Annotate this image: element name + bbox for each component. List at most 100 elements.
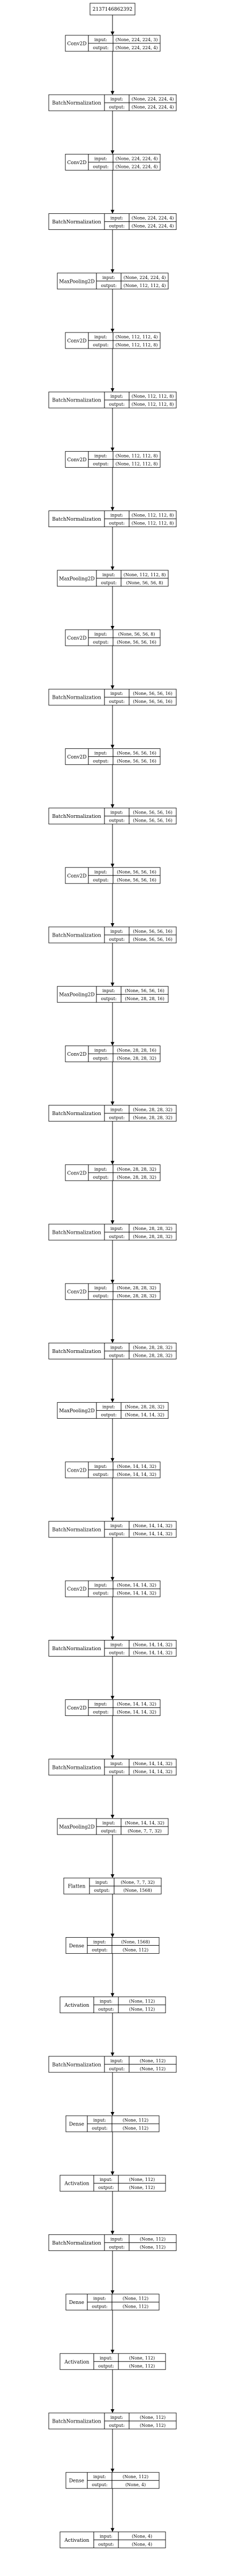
layer-name: BatchNormalization <box>52 2062 101 2068</box>
edge-arrow-icon <box>110 2052 115 2056</box>
output-shape: (None, 112, 112, 4) <box>124 283 166 288</box>
output-label: output: <box>94 1888 109 1893</box>
input-shape: (None, 28, 28, 32) <box>133 1226 172 1231</box>
input-label: input: <box>94 37 107 42</box>
edge-arrow-icon <box>110 1815 115 1819</box>
input-label: input: <box>110 1761 123 1766</box>
input-shape: (None, 56, 56, 8) <box>118 632 155 637</box>
output-label: output: <box>92 2482 107 2487</box>
layer-name: Activation <box>64 2003 89 2008</box>
output-label: output: <box>109 1353 124 1358</box>
layer-name: Conv2D <box>67 458 86 463</box>
output-shape: (None, 28, 28, 32) <box>133 1234 172 1239</box>
input-label: input: <box>110 2237 123 2241</box>
input-label: input: <box>110 2059 123 2063</box>
output-shape: (None, 112) <box>129 2007 155 2012</box>
edge-arrow-icon <box>110 32 115 35</box>
layer-name: BatchNormalization <box>52 1646 101 1652</box>
edge-arrow-icon <box>110 1993 115 1997</box>
input-label: input: <box>110 1108 123 1112</box>
input-shape: (None, 56, 56, 16) <box>133 929 172 934</box>
output-label: output: <box>109 937 124 942</box>
output-shape: (None, 28, 28, 32) <box>133 1353 172 1358</box>
output-label: output: <box>109 402 124 407</box>
layer-name: Activation <box>64 2360 89 2365</box>
input-label: input: <box>110 810 123 815</box>
edge-arrow-icon <box>110 507 115 511</box>
layer-name: Conv2D <box>67 339 86 344</box>
edge-arrow-icon <box>110 388 115 392</box>
edge-arrow-icon <box>110 1339 115 1343</box>
layer-name: BatchNormalization <box>52 1528 101 1533</box>
input-node-label: 2137146862392 <box>93 7 132 12</box>
edge-arrow-icon <box>110 1101 115 1105</box>
layer-name: Conv2D <box>67 1171 86 1176</box>
output-label: output: <box>98 2542 114 2547</box>
edge-arrow-icon <box>110 1577 115 1581</box>
output-shape: (None, 14, 14, 32) <box>117 1472 156 1477</box>
input-shape: (None, 56, 56, 16) <box>117 751 156 755</box>
input-label: input: <box>110 1642 123 1647</box>
edge-arrow-icon <box>110 150 115 154</box>
layer-name: Activation <box>64 2538 89 2543</box>
input-label: input: <box>110 1345 123 1350</box>
edge-arrow-icon <box>110 1755 115 1759</box>
edge-arrow-icon <box>110 2231 115 2235</box>
edge-arrow-icon <box>110 685 115 690</box>
input-label: input: <box>102 988 115 993</box>
layer-name: Conv2D <box>67 1290 86 1295</box>
output-shape: (None, 7, 7, 32) <box>128 1829 162 1834</box>
layer-name: BatchNormalization <box>52 1349 101 1355</box>
output-shape: (None, 224, 224, 4) <box>116 45 158 50</box>
layer-name: BatchNormalization <box>52 1111 101 1117</box>
input-shape: (None, 112) <box>140 2059 166 2063</box>
input-shape: (None, 14, 14, 32) <box>117 1702 156 1707</box>
input-label: input: <box>102 275 115 280</box>
input-label: input: <box>94 1167 107 1172</box>
input-label: input: <box>94 335 107 339</box>
edge-arrow-icon <box>110 1518 115 1521</box>
output-label: output: <box>92 2304 107 2309</box>
output-shape: (None, 28, 28, 16) <box>125 996 164 1001</box>
layer-name: BatchNormalization <box>52 933 101 939</box>
edge-arrow-icon <box>110 91 115 95</box>
layer-name: Dense <box>69 2300 84 2306</box>
input-label: input: <box>100 1999 112 2004</box>
output-shape: (None, 112) <box>140 2067 166 2071</box>
input-shape: (None, 224, 224, 4) <box>132 97 174 102</box>
edge-arrow-icon <box>110 983 115 987</box>
input-shape: (None, 28, 28, 32) <box>117 1167 156 1172</box>
edge-arrow-icon <box>110 269 115 273</box>
input-shape: (None, 14, 14, 32) <box>125 1821 164 1825</box>
edge-arrow-icon <box>110 1874 115 1878</box>
input-shape: (None, 14, 14, 32) <box>133 1761 172 1766</box>
output-label: output: <box>92 1947 107 1952</box>
output-label: output: <box>93 640 108 645</box>
edge-arrow-icon <box>110 2409 115 2413</box>
output-shape: (None, 4) <box>125 2482 146 2487</box>
edge-arrow-icon <box>110 1042 115 1046</box>
layer-name: BatchNormalization <box>52 695 101 701</box>
layer-name: Flatten <box>68 1884 86 1890</box>
edge-arrow-icon <box>110 2349 115 2354</box>
layer-name: Activation <box>64 2182 89 2187</box>
output-label: output: <box>109 1650 124 1655</box>
input-shape: (None, 56, 56, 16) <box>133 810 172 815</box>
output-shape: (None, 112) <box>129 2364 155 2369</box>
output-shape: (None, 56, 56, 16) <box>117 759 156 763</box>
input-label: input: <box>102 1405 115 1410</box>
input-label: input: <box>110 1226 123 1231</box>
